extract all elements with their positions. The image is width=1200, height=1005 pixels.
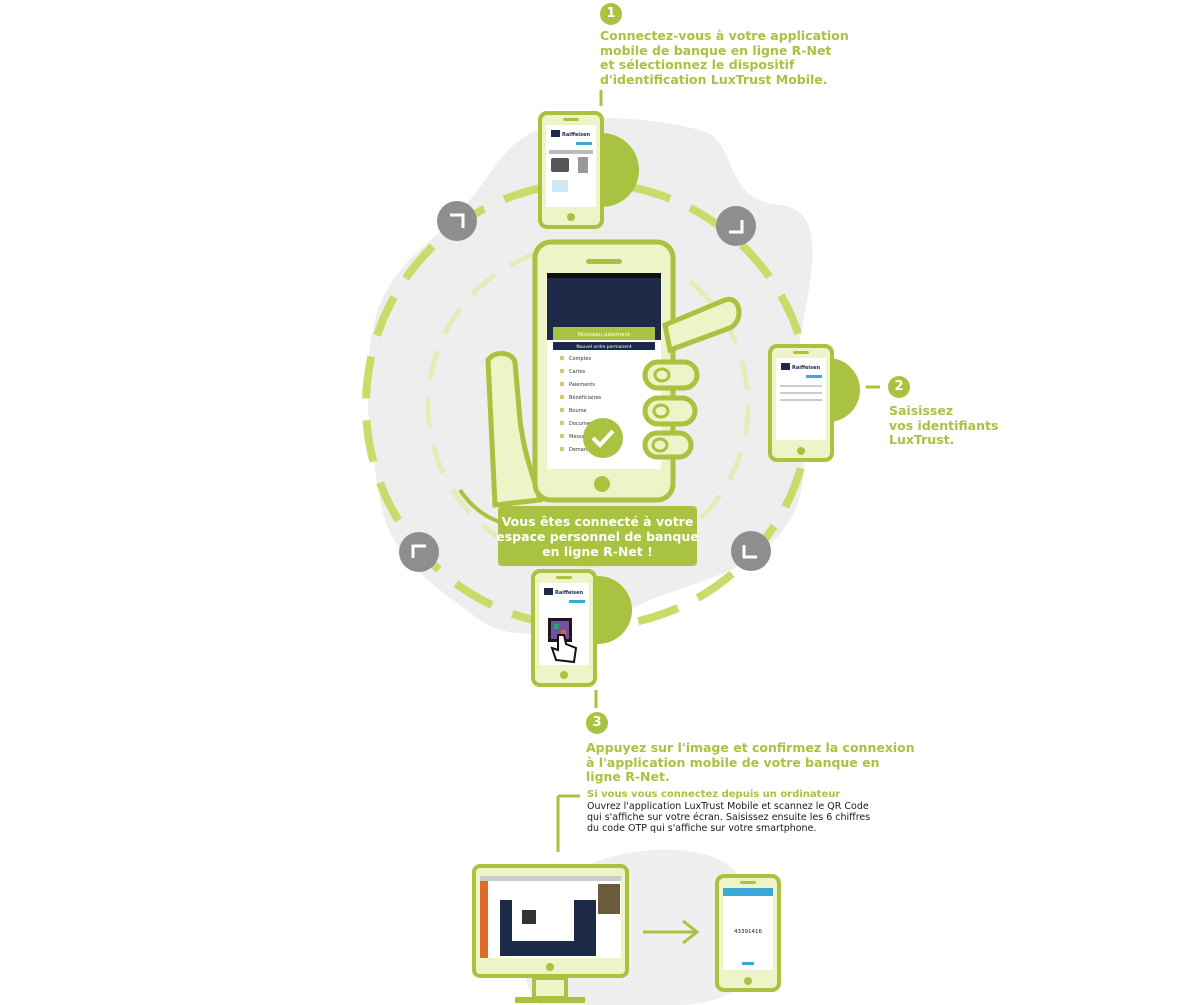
svg-text:Raiffeisen: Raiffeisen: [555, 590, 583, 596]
phone-menu-list: ComptesCartesPaiementsBénéficiairesBours…: [560, 356, 602, 453]
menu-item: Demandes: [569, 447, 596, 453]
menu-item-icon: [560, 395, 564, 399]
menu-item-icon: [560, 356, 564, 360]
menu-item: Bénéficiaires: [569, 394, 602, 401]
arrow-icon: [411, 544, 426, 558]
success-banner: Vous êtes connecté à votre espace person…: [496, 506, 699, 566]
menu-item: Comptes: [569, 356, 592, 362]
computer-instructions: Ouvrez l'application LuxTrust Mobile et …: [587, 801, 871, 834]
step-3-number: 3: [586, 712, 608, 734]
menu-item: Cartes: [569, 369, 586, 375]
phone-step3: Raiffeisen: [531, 569, 632, 687]
hand-pointer-icon: [550, 634, 578, 664]
cycle-arrow-bottom-left: [399, 532, 439, 572]
svg-text:Raiffeisen: Raiffeisen: [562, 132, 590, 138]
menu-item: Documents: [569, 421, 598, 427]
menu-item-icon: [560, 434, 564, 438]
step-3-text: Appuyez sur l'image et confirmez la conn…: [586, 740, 915, 784]
step-2-text: Saisissez vos identifiants LuxTrust.: [889, 403, 999, 447]
menu-item-icon: [560, 447, 564, 451]
cycle-arrow-top-left: [437, 201, 477, 241]
cycle-arrow-top-right: [716, 206, 756, 246]
phone-step1: Raiffeisen: [538, 111, 639, 229]
menu-item-icon: [560, 408, 564, 412]
computer-heading: Si vous vous connectez depuis un ordinat…: [587, 789, 841, 800]
menu-item-icon: [560, 421, 564, 425]
phone-step2: Raiffeisen: [768, 344, 860, 462]
check-icon: [583, 418, 623, 458]
step-1-text: Connectez-vous à votre application mobil…: [600, 28, 849, 87]
arrow-icon: [742, 545, 757, 559]
arrow-icon: [450, 213, 465, 228]
svg-text:Nouveau paiement: Nouveau paiement: [578, 332, 631, 338]
center-phone-hand: Nouveau paiement Nouvel ordre permanent …: [458, 239, 742, 529]
step-1-number: 1: [600, 3, 622, 25]
arrow-icon: [729, 220, 744, 234]
menu-item: Bourse: [569, 408, 586, 414]
step-2-number: 2: [888, 376, 910, 398]
svg-text:Nouvel ordre permanent: Nouvel ordre permanent: [576, 344, 631, 350]
menu-item-icon: [560, 369, 564, 373]
menu-item: Messages: [569, 434, 594, 440]
menu-item-icon: [560, 382, 564, 386]
phone-otp: 43391416: [715, 874, 781, 992]
arrow-icon: [643, 919, 700, 945]
otp-code: 43391416: [734, 929, 762, 935]
svg-text:Raiffeisen: Raiffeisen: [792, 365, 820, 371]
cycle-arrow-bottom-right: [731, 531, 771, 571]
menu-item: Paiements: [569, 382, 595, 388]
computer-illustration: [472, 864, 629, 1003]
success-banner-text: Vous êtes connecté à votre espace person…: [496, 513, 699, 559]
